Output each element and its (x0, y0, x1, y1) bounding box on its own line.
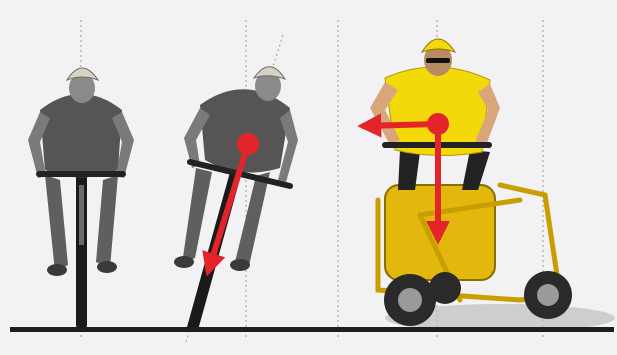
center-of-mass-icon (237, 133, 259, 155)
ground-line (10, 327, 614, 332)
force-arrow-icon (362, 124, 438, 126)
rider-torso (40, 94, 122, 178)
center-wheel (429, 272, 461, 304)
center-of-mass-icon (427, 113, 449, 135)
handlebar (36, 171, 126, 177)
